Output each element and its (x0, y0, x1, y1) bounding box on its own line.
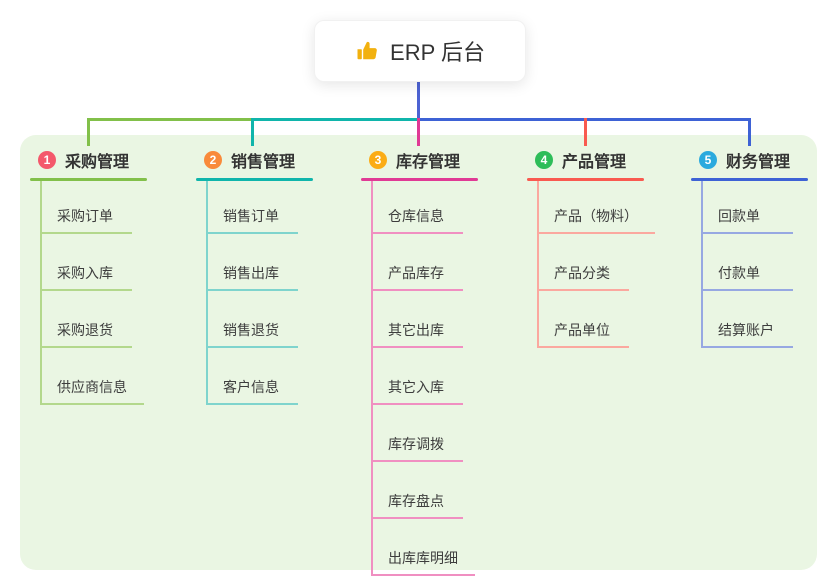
child-item: 结算账户 (703, 291, 793, 348)
child-item: 销售出库 (208, 234, 298, 291)
child-item: 供应商信息 (42, 348, 144, 405)
child-item-label: 产品库存 (388, 265, 444, 281)
branch-number-badge: 2 (204, 151, 222, 169)
branch-title-underline (691, 178, 808, 181)
branch-drop-line (584, 118, 587, 146)
branch-drop-line (748, 118, 751, 146)
branch-column-4: 4 产品管理产品（物料） 产品分类产品单位 (527, 147, 697, 348)
branch-header: 4 产品管理 (527, 147, 697, 173)
bus-segment (417, 118, 749, 121)
child-item-label: 销售退货 (223, 322, 279, 338)
children-group: 销售订单销售出库销售退货客户信息 (206, 181, 366, 405)
branch-title-underline (527, 178, 644, 181)
branch-header: 1 采购管理 (30, 147, 200, 173)
child-item: 其它出库 (373, 291, 463, 348)
branch-drop-line (87, 118, 90, 146)
branch-number-badge: 1 (38, 151, 56, 169)
child-item: 客户信息 (208, 348, 298, 405)
child-item: 产品分类 (539, 234, 629, 291)
child-item-label: 客户信息 (223, 379, 279, 395)
root-stem-line (417, 80, 420, 120)
child-item-label: 产品分类 (554, 265, 610, 281)
child-item: 销售订单 (208, 181, 298, 234)
child-item-label: 其它出库 (388, 322, 444, 338)
child-item-label: 销售出库 (223, 265, 279, 281)
child-item: 出库库明细 (373, 519, 475, 576)
thumbs-up-icon (355, 39, 379, 63)
child-item-label: 采购订单 (57, 208, 113, 224)
child-item-label: 结算账户 (718, 322, 774, 338)
child-item-label: 回款单 (718, 208, 760, 224)
children-group: 产品（物料） 产品分类产品单位 (537, 181, 697, 348)
child-item: 仓库信息 (373, 181, 463, 234)
branch-number-badge: 4 (535, 151, 553, 169)
branch-title: 库存管理 (396, 154, 461, 171)
branch-title: 采购管理 (65, 154, 130, 171)
child-item: 付款单 (703, 234, 793, 291)
branch-title: 销售管理 (231, 154, 296, 171)
child-item: 其它入库 (373, 348, 463, 405)
branch-title: 财务管理 (726, 154, 791, 171)
child-item-label: 采购入库 (57, 265, 113, 281)
branch-drop-line (251, 118, 254, 146)
child-item: 产品单位 (539, 291, 629, 348)
child-item-label: 销售订单 (223, 208, 279, 224)
branch-title-underline (196, 178, 313, 181)
child-item-label: 仓库信息 (388, 208, 444, 224)
root-node: ERP 后台 (314, 20, 526, 82)
branch-header: 3 库存管理 (361, 147, 531, 173)
children-group: 采购订单采购入库采购退货供应商信息 (40, 181, 200, 405)
branch-header: 5 财务管理 (691, 147, 839, 173)
branch-column-5: 5 财务管理回款单付款单结算账户 (691, 147, 839, 348)
child-item-label: 采购退货 (57, 322, 113, 338)
branch-column-1: 1 采购管理采购订单采购入库采购退货供应商信息 (30, 147, 200, 405)
child-item: 产品库存 (373, 234, 463, 291)
branches-panel (20, 135, 817, 570)
child-item-label: 供应商信息 (57, 379, 127, 395)
child-item: 销售退货 (208, 291, 298, 348)
branch-column-2: 2 销售管理销售订单销售出库销售退货客户信息 (196, 147, 366, 405)
branch-header: 2 销售管理 (196, 147, 366, 173)
branch-number-badge: 5 (699, 151, 717, 169)
child-item-label: 产品（物料） (554, 208, 638, 224)
child-item: 回款单 (703, 181, 793, 234)
child-item-label: 其它入库 (388, 379, 444, 395)
child-item-label: 出库库明细 (388, 550, 458, 566)
child-item: 采购退货 (42, 291, 132, 348)
child-item-label: 产品单位 (554, 322, 610, 338)
bus-segment (87, 118, 253, 121)
child-item: 库存调拨 (373, 405, 463, 462)
root-title: ERP 后台 (390, 40, 485, 65)
child-item: 采购订单 (42, 181, 132, 234)
branch-title: 产品管理 (562, 154, 627, 171)
children-group: 仓库信息产品库存其它出库其它入库库存调拨库存盘点出库库明细 (371, 181, 531, 576)
branch-column-3: 3 库存管理仓库信息产品库存其它出库其它入库库存调拨库存盘点出库库明细 (361, 147, 531, 576)
bus-segment (251, 118, 419, 121)
child-item-label: 库存盘点 (388, 493, 444, 509)
child-item: 库存盘点 (373, 462, 463, 519)
branch-number-badge: 3 (369, 151, 387, 169)
child-item: 产品（物料） (539, 181, 655, 234)
branch-title-underline (361, 178, 478, 181)
children-group: 回款单付款单结算账户 (701, 181, 839, 348)
child-item-label: 库存调拨 (388, 436, 444, 452)
child-item: 采购入库 (42, 234, 132, 291)
branch-title-underline (30, 178, 147, 181)
child-item-label: 付款单 (718, 265, 760, 281)
branch-drop-line (417, 118, 420, 146)
